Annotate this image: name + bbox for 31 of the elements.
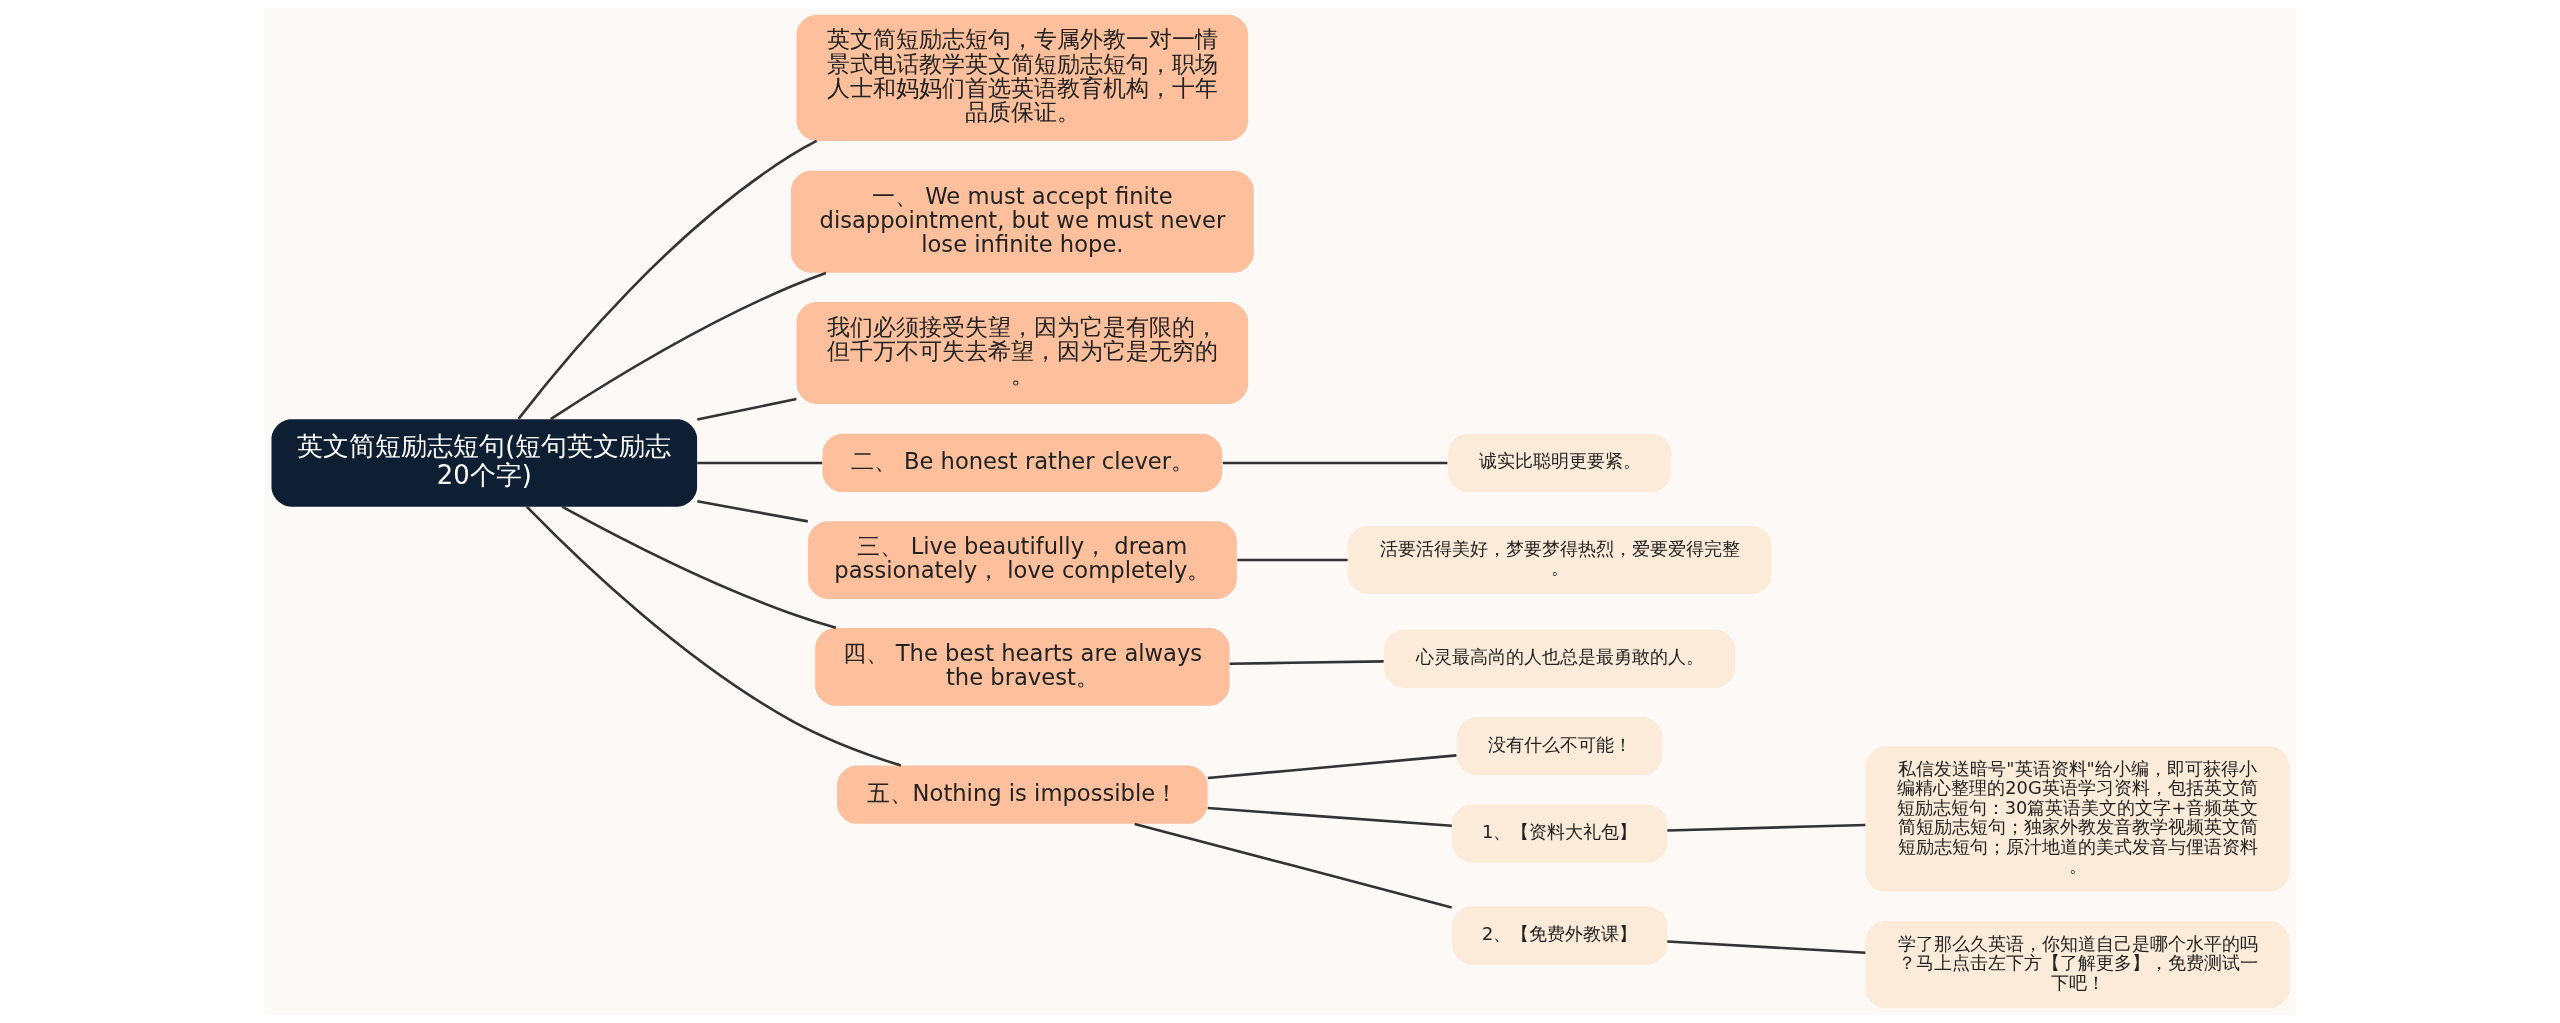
connector	[1236, 558, 1348, 562]
connector	[696, 500, 808, 523]
node-box: 学了那么久英语，你知道自己是哪个水平的吗？马上点击左下方【了解更多】，免费测试一下吧！	[1865, 920, 2290, 1009]
node-box: 四、 The best hearts are always the bravest。	[814, 628, 1229, 706]
connector	[1229, 660, 1384, 666]
node-box: 心灵最高尚的人也总是最勇敢的人。	[1383, 629, 1735, 688]
node-box: 2、【免费外教课】	[1451, 906, 1667, 965]
node-box: 一、 We must accept finite disappointment, but we must never lose infinite hope.	[790, 170, 1254, 273]
connector	[696, 461, 822, 465]
connector	[1207, 754, 1457, 780]
connector	[549, 271, 826, 421]
node-box: 三、 Live beautifully， dream passionately， love completely。	[807, 521, 1237, 599]
node-box: 二、 Be honest rather clever。	[822, 433, 1222, 493]
connector	[517, 139, 817, 420]
connector	[1133, 822, 1452, 909]
node-box: 我们必须接受失望，因为它是有限的，但千万不可失去希望，因为它是无穷的。	[796, 301, 1248, 404]
node-box: 没有什么不可能！	[1456, 717, 1662, 776]
connector	[696, 397, 797, 421]
node-box: 私信发送暗号"英语资料"给小编，即可获得小编精心整理的20G英语学习资料，包括英文简短励志短句：30篇英语美文的文字+音频英文简短励志短句；独家外教发音教学视频英文简短励志短句；原汁地道的美式发音与俚语资料。	[1865, 746, 2290, 892]
connector	[1666, 823, 1865, 832]
connector	[1666, 940, 1865, 954]
connector	[525, 505, 901, 767]
connector	[1222, 461, 1447, 465]
node-box: 英文简短励志短句(短句英文励志20个字)	[270, 419, 697, 507]
node-box: 1、【资料大礼包】	[1451, 804, 1667, 863]
connector	[561, 505, 836, 630]
node-box: 诚实比聪明更要紧。	[1447, 433, 1671, 493]
node-box: 活要活得美好，梦要梦得热烈，爱要爱得完整。	[1347, 526, 1772, 595]
node-box: 五、Nothing is impossible！	[836, 765, 1208, 824]
connector	[1207, 806, 1452, 828]
node-box: 英文简短励志短句，专属外教一对一情景式电话教学英文简短励志短句，职场人士和妈妈们首选英语教育机构，十年品质保证。	[796, 14, 1248, 141]
